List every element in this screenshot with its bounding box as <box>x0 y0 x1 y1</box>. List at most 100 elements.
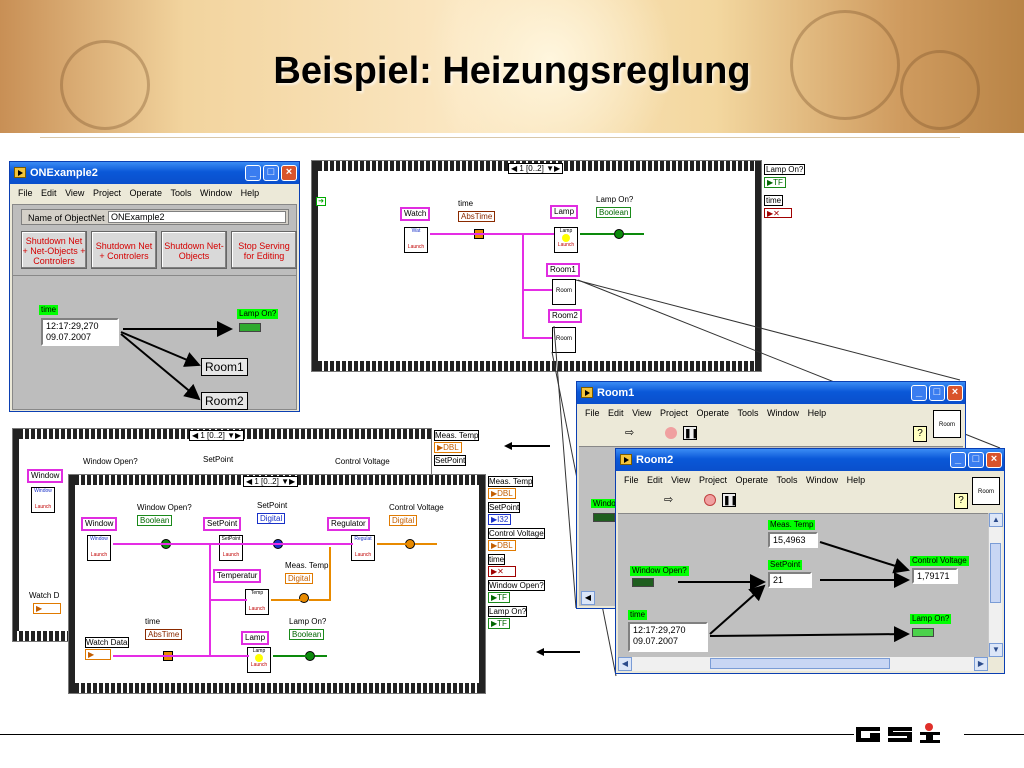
minimize-button[interactable]: _ <box>245 165 261 181</box>
title-bar[interactable]: ONExample2 _ □ × <box>10 162 299 184</box>
menu-view[interactable]: View <box>671 475 691 485</box>
vertical-scrollbar[interactable]: ▲ ▼ <box>988 513 1003 657</box>
menu-project[interactable]: Project <box>659 408 688 418</box>
scroll-right-button[interactable]: ▶ <box>974 657 988 671</box>
menu-operate[interactable]: Operate <box>696 408 729 418</box>
setpoint-label: SetPoint <box>203 517 242 531</box>
help-icon[interactable]: ? <box>913 426 927 442</box>
sequence-selector[interactable]: ◀ 1 [0..2] ▼▶ <box>189 430 245 441</box>
menu-bar: File Edit View Project Operate Tools Win… <box>579 405 963 421</box>
lamp-on-label: Lamp On? <box>596 195 634 204</box>
window-title: ONExample2 <box>30 167 98 179</box>
side-tf: TF <box>497 593 507 602</box>
menu-edit[interactable]: Edit <box>647 475 663 485</box>
sequence-selector[interactable]: ◀ 1 [0..2] ▼▶ <box>508 163 564 174</box>
abort-icon[interactable] <box>704 494 716 506</box>
menu-help[interactable]: Help <box>846 475 866 485</box>
minimize-button[interactable]: _ <box>950 452 966 468</box>
divider <box>40 137 960 138</box>
maximize-button[interactable]: □ <box>929 385 945 401</box>
scroll-thumb[interactable] <box>710 658 890 669</box>
title-bar[interactable]: Room2 _ □ × <box>616 449 1004 471</box>
setpoint-label: SetPoint <box>203 455 234 464</box>
close-button[interactable]: × <box>986 452 1002 468</box>
menu-help[interactable]: Help <box>807 408 827 418</box>
menu-window[interactable]: Window <box>806 475 839 485</box>
header-banner <box>0 0 1024 133</box>
sequence-label: 1 [0..2] <box>254 477 279 486</box>
stop-serving-button[interactable]: Stop Serving for Editing <box>231 231 297 269</box>
shutdown-net-objects-controlers-button[interactable]: Shutdown Net + Net-Objects + Controlers <box>21 231 87 269</box>
menu-help[interactable]: Help <box>240 188 260 198</box>
pause-icon[interactable]: ❚❚ <box>722 493 739 507</box>
scroll-down-button[interactable]: ▼ <box>989 643 1003 657</box>
title-bar[interactable]: Room1 _ □ × <box>577 382 965 404</box>
window-open-led[interactable] <box>632 578 654 587</box>
menu-tools[interactable]: Tools <box>170 188 192 198</box>
room2-button[interactable]: Room2 <box>201 392 248 410</box>
menu-window[interactable]: Window <box>767 408 800 418</box>
close-button[interactable]: × <box>281 165 297 181</box>
run-arrow-icon[interactable]: ⇨ <box>625 427 635 439</box>
shutdown-net-controlers-button[interactable]: Shutdown Net + Controlers <box>91 231 157 269</box>
objnet-field[interactable]: ONExample2 <box>108 211 286 223</box>
room-vi-icon[interactable]: Room <box>972 477 1000 505</box>
menu-edit[interactable]: Edit <box>608 408 624 418</box>
setpoint-display[interactable]: 21 <box>768 572 812 588</box>
side-meas-temp: Meas. Temp <box>434 430 480 441</box>
side-i32: I32 <box>497 515 509 524</box>
time-value: 12:17:29,270 <box>633 625 686 635</box>
menu-operate[interactable]: Operate <box>735 475 768 485</box>
menu-view[interactable]: View <box>65 188 85 198</box>
time-display: 12:17:29,270 09.07.2007 <box>628 622 708 652</box>
menu-tools[interactable]: Tools <box>737 408 759 418</box>
minimize-button[interactable]: _ <box>911 385 927 401</box>
scroll-left-button[interactable]: ◀ <box>618 657 632 671</box>
abort-icon[interactable] <box>665 427 677 439</box>
pause-icon[interactable]: ❚❚ <box>683 426 700 440</box>
menu-edit[interactable]: Edit <box>41 188 57 198</box>
shutdown-net-objects-button[interactable]: Shutdown Net-Objects <box>161 231 227 269</box>
close-button[interactable]: × <box>947 385 963 401</box>
side-meas-temp-terminal: ▶DBL <box>488 488 516 499</box>
horizontal-scrollbar[interactable]: ◀ ▶ <box>618 657 988 671</box>
date-value: 09.07.2007 <box>633 636 679 646</box>
window-label: Window <box>81 517 118 531</box>
maximize-button[interactable]: □ <box>968 452 984 468</box>
menu-file[interactable]: File <box>585 408 600 418</box>
maximize-button[interactable]: □ <box>263 165 279 181</box>
sequence-selector[interactable]: ◀ 1 [0..2] ▼▶ <box>243 476 299 487</box>
objnet-label: Name of ObjectNet <box>28 213 105 223</box>
menu-project[interactable]: Project <box>698 475 727 485</box>
menu-project[interactable]: Project <box>92 188 121 198</box>
room1-button[interactable]: Room1 <box>201 358 248 376</box>
run-arrow-icon[interactable]: ⇨ <box>664 494 674 506</box>
menu-file[interactable]: File <box>18 188 33 198</box>
boolean-terminal: Boolean <box>596 207 632 218</box>
menu-window[interactable]: Window <box>200 188 233 198</box>
room1-vi-icon[interactable]: Room <box>552 279 576 305</box>
banner-glow <box>420 0 680 133</box>
scroll-up-button[interactable]: ▲ <box>989 513 1003 527</box>
room2-label: Room2 <box>548 309 582 323</box>
tunnel-icon: ➜ <box>316 197 326 206</box>
menu-view[interactable]: View <box>632 408 652 418</box>
help-icon[interactable]: ? <box>954 493 968 509</box>
lamp-label: Lamp <box>241 631 270 645</box>
menu-operate[interactable]: Operate <box>129 188 162 198</box>
scroll-left-button[interactable]: ◀ <box>581 591 595 605</box>
scroll-thumb[interactable] <box>990 543 1001 603</box>
menu-file[interactable]: File <box>624 475 639 485</box>
menu-tools[interactable]: Tools <box>776 475 798 485</box>
room-vi-icon[interactable]: Room <box>933 410 961 438</box>
room2-vi-icon[interactable]: Room <box>552 327 576 353</box>
